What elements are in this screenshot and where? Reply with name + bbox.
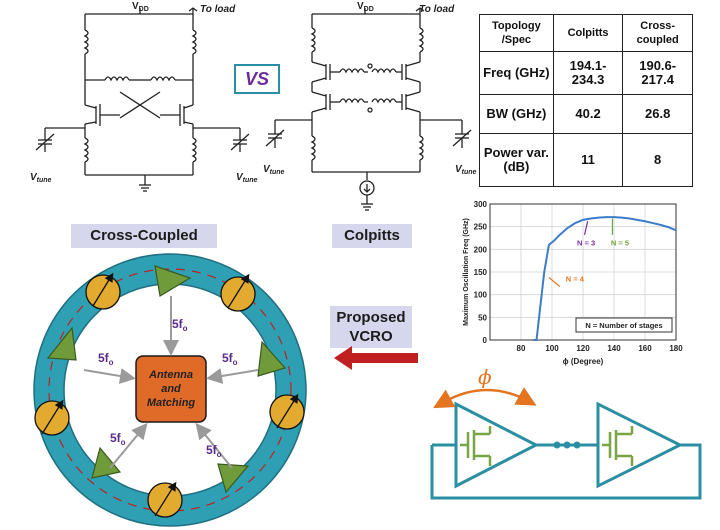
buffer-stage-1 xyxy=(454,401,540,489)
vcro-signal-path xyxy=(48,268,292,512)
table-cell: BW (GHz) xyxy=(479,94,554,134)
table-header-cell: Cross-coupled xyxy=(622,14,693,52)
vtune-label-colpitts-right: Vtune xyxy=(455,164,477,176)
antenna-matching-box xyxy=(135,355,207,423)
antenna-text-3: Matching xyxy=(147,397,196,409)
chart-y-tick-label: 0 xyxy=(483,336,488,345)
chart-x-tick-label: 160 xyxy=(638,344,652,353)
chart-y-tick-label: 200 xyxy=(474,245,488,254)
proposed-line1: Proposed xyxy=(336,309,406,326)
vdd-label-right: VDD xyxy=(357,1,374,13)
antenna-text-1: Antenna xyxy=(148,369,193,381)
proposed-vcro-label: Proposed VCRO xyxy=(330,306,412,348)
chart-y-axis-label: Maximum Oscillation Freq (GHz) xyxy=(463,218,470,326)
table-cell: 40.2 xyxy=(552,94,624,134)
colpitts-label: Colpitts xyxy=(332,224,412,248)
table-header-cell: Topology /Spec xyxy=(479,14,554,52)
table-row: Power var. (dB) 11 8 xyxy=(479,133,693,187)
amplifier-triangle-4 xyxy=(91,446,122,479)
amplifier-triangle-2 xyxy=(257,340,287,377)
comparison-table: Topology /Spec Colpitts Cross-coupled Fr… xyxy=(479,14,693,187)
chart-annotation-arrow xyxy=(548,276,561,287)
vtune-label-mid: Vtune xyxy=(236,172,258,184)
harmonic-label-right: 5fo xyxy=(222,351,238,367)
chart-x-tick-label: 80 xyxy=(517,344,526,353)
harmonic-label-bottomleft: 5fo xyxy=(110,431,126,447)
vs-label: VS xyxy=(234,64,280,94)
chain-dot xyxy=(563,441,571,449)
table-cell: 190.6-217.4 xyxy=(622,51,693,95)
chart-x-tick-label: 120 xyxy=(576,344,590,353)
table-cell: 11 xyxy=(552,133,624,187)
chart-y-tick-label: 100 xyxy=(474,291,488,300)
phi-label: ϕ xyxy=(478,365,492,389)
amplifier-triangle-1 xyxy=(154,265,192,297)
harmonic-label-top: 5fo xyxy=(172,317,188,333)
feedback-loop xyxy=(430,443,702,500)
chart-y-tick-label: 150 xyxy=(474,268,488,277)
varactor-circle-2 xyxy=(220,273,256,312)
chart-legend-text: N = Number of stages xyxy=(585,321,662,330)
proposed-arrow xyxy=(334,346,418,370)
varactor-circle-4 xyxy=(147,481,183,518)
table-header-cell: Colpitts xyxy=(552,14,624,52)
harmonic-arrow-left xyxy=(83,368,136,384)
amplifier-triangle-5 xyxy=(46,326,77,361)
chart-y-tick-label: 250 xyxy=(474,223,488,232)
chain-dot xyxy=(573,441,581,449)
chart-annotation: N = 5 xyxy=(611,239,629,248)
varactor-circle-1 xyxy=(85,272,121,310)
chart-y-tick-label: 300 xyxy=(474,200,488,209)
transistor-icon xyxy=(460,426,492,466)
chart-annotation: N = 4 xyxy=(566,275,585,284)
harmonic-arrow-bottomright xyxy=(195,422,233,469)
harmonic-label-left: 5fo xyxy=(98,351,114,367)
to-load-left: To load xyxy=(200,4,236,15)
chart-x-tick-label: 180 xyxy=(669,344,683,353)
table-cell: Freq (GHz) xyxy=(479,51,554,95)
harmonic-arrow-bottomleft xyxy=(109,422,148,469)
phase-arc xyxy=(433,387,537,409)
vtune-label-colpitts-left: Vtune xyxy=(263,164,285,176)
chart-x-axis-label: ϕ (Degree) xyxy=(563,357,604,366)
harmonic-label-bottomright: 5fo xyxy=(206,443,222,459)
vdd-label-left: VDD xyxy=(132,1,149,13)
table-cell: 8 xyxy=(622,133,693,187)
chart-annotation-arrow xyxy=(583,221,589,235)
varactor-circle-3 xyxy=(269,393,305,430)
table-row: Freq (GHz) 194.1-234.3 190.6-217.4 xyxy=(479,51,693,95)
chart-x-tick-label: 140 xyxy=(607,344,621,353)
varactor-circle-5 xyxy=(34,399,70,436)
table-header-row: Topology /Spec Colpitts Cross-coupled xyxy=(479,14,693,52)
chart-frame xyxy=(489,203,677,341)
chart-legend-box xyxy=(575,317,673,333)
table-cell: Power var. (dB) xyxy=(479,133,554,187)
table-row: BW (GHz) 40.2 26.8 xyxy=(479,94,693,134)
chart-annotation: N = 3 xyxy=(577,239,595,248)
antenna-text-2: and xyxy=(161,383,181,395)
amplifier-triangle-3 xyxy=(217,463,250,494)
chart-series-line xyxy=(533,216,677,341)
cross-coupled-label: Cross-Coupled xyxy=(71,224,217,248)
to-load-right: To load xyxy=(419,4,455,15)
chart-x-tick-label: 100 xyxy=(545,344,559,353)
harmonic-arrow-right xyxy=(206,368,259,384)
proposed-line2: VCRO xyxy=(349,328,393,345)
transistor-icon xyxy=(602,426,634,466)
vtune-label-left: Vtune xyxy=(30,172,52,184)
chain-dot xyxy=(553,441,561,449)
chart-y-tick-label: 50 xyxy=(478,313,487,322)
